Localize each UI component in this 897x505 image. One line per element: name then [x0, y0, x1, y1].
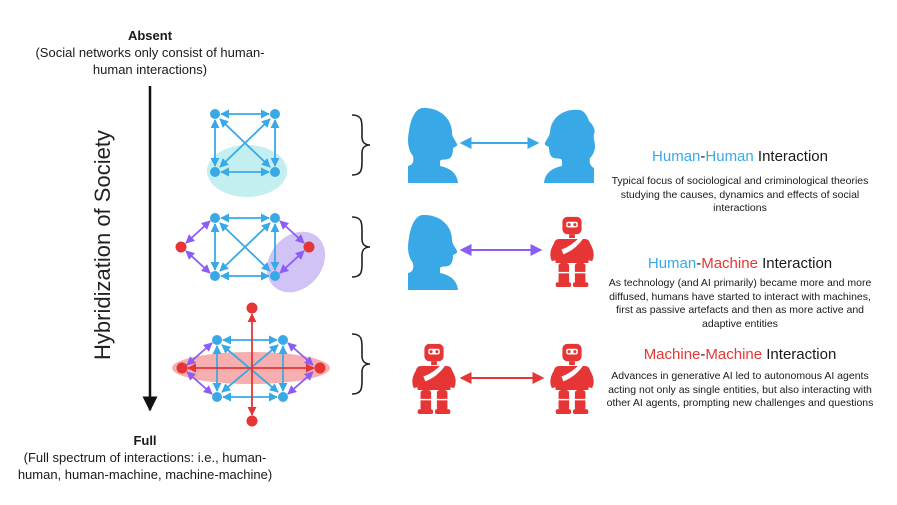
- human-node: [210, 271, 220, 281]
- human-node: [212, 335, 222, 345]
- machine-node: [246, 415, 258, 427]
- axis-bottom-heading: Full: [133, 433, 157, 448]
- machine-node: [314, 362, 326, 374]
- human-node: [270, 213, 280, 223]
- title-separator: -: [700, 346, 706, 363]
- human-node: [210, 109, 220, 119]
- machine-node: [175, 241, 187, 253]
- network-machine-machine: [172, 302, 330, 427]
- hybrid-cluster-highlight: [266, 231, 326, 293]
- title-suffix: Interaction: [762, 346, 837, 363]
- human-head-female-icon: [544, 109, 595, 183]
- brace-icon: [351, 333, 371, 395]
- axis-bottom-note: (Full spectrum of interactions: i.e., hu…: [17, 450, 273, 482]
- axis-top-heading: Absent: [127, 28, 173, 43]
- title-actor-a: Machine: [643, 346, 701, 363]
- human-head-male-icon: [408, 215, 458, 290]
- machine-node: [176, 362, 188, 374]
- axis-top-label: Absent (Social networks only consist of …: [20, 27, 280, 78]
- human-node: [210, 167, 220, 177]
- title-actor-b: Human: [705, 148, 754, 165]
- title-actor-b: Machine: [705, 346, 763, 363]
- panel-description-human-machine: As technology (and AI primarily) became …: [608, 277, 872, 330]
- title-separator: -: [700, 148, 706, 165]
- human-node: [270, 271, 280, 281]
- axis-top-note: (Social networks only consist of human-h…: [35, 45, 265, 77]
- network-human-machine: [175, 213, 326, 293]
- human-node: [270, 167, 280, 177]
- axis-bottom-label: Full (Full spectrum of interactions: i.e…: [10, 432, 280, 483]
- brace-icon: [351, 216, 371, 278]
- human-node: [278, 335, 288, 345]
- panel-title-human-human: Human-Human Interaction: [600, 148, 880, 165]
- robot-icon: [411, 343, 457, 414]
- human-node: [210, 213, 220, 223]
- human-head-male-icon: [408, 108, 458, 183]
- robot-icon: [549, 216, 595, 287]
- panel-description-human-human: Typical focus of sociological and crimin…: [611, 175, 869, 214]
- machine-node: [246, 302, 258, 314]
- human-node: [278, 392, 288, 402]
- brace-icon: [351, 114, 371, 176]
- title-suffix: Interaction: [753, 148, 828, 165]
- title-suffix: Interaction: [757, 255, 833, 272]
- human-node: [270, 109, 280, 119]
- robot-icon: [549, 343, 595, 414]
- title-actor-b: Machine: [701, 255, 758, 272]
- panel-title-machine-machine: Machine-Machine Interaction: [600, 346, 880, 363]
- machine-node: [303, 241, 315, 253]
- human-node: [212, 392, 222, 402]
- title-separator: -: [696, 255, 702, 272]
- panel-title-human-machine: Human-Machine Interaction: [600, 255, 880, 272]
- title-actor-a: Human: [652, 148, 701, 165]
- title-actor-a: Human: [647, 255, 697, 272]
- panel-description-machine-machine: Advances in generative AI led to autonom…: [606, 370, 874, 409]
- network-human-human: [207, 109, 287, 197]
